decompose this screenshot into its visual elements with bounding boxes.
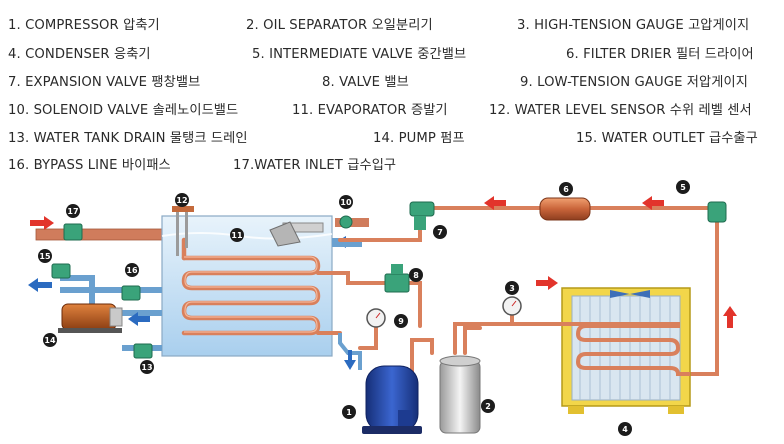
legend-item-7: 7. EXPANSION VALVE 팽창밸브 (8, 75, 201, 90)
intermediate-valve (707, 201, 737, 328)
legend-item-11: 11. EVAPORATOR 증발기 (292, 103, 448, 118)
high-tension-gauge (502, 296, 522, 316)
svg-text:10: 10 (340, 198, 352, 207)
arrow-up-red-icon (723, 306, 737, 328)
component-legend: 1. COMPRESSOR 압축기 2. OIL SEPARATOR 오일분리기… (0, 0, 784, 178)
pump (58, 303, 123, 333)
inlet-nozzle (269, 221, 324, 247)
badge-8: 8 (409, 268, 423, 282)
valve-tank-drain (133, 343, 153, 359)
badge-16: 16 (125, 263, 139, 277)
arrow-left-blue-icon (128, 312, 150, 326)
badge-15: 15 (38, 249, 52, 263)
svg-text:15: 15 (39, 252, 51, 261)
badge-17: 17 (66, 204, 80, 218)
legend-item-15: 15. WATER OUTLET 급수출구 (576, 131, 758, 146)
svg-text:3: 3 (509, 284, 515, 293)
svg-text:14: 14 (44, 336, 56, 345)
valve-water-outlet (51, 263, 71, 279)
badge-4: 4 (618, 422, 632, 436)
low-tension-gauge (366, 308, 386, 328)
chiller-system-diagram: 1 2 3 4 5 6 7 8 9 10 11 12 13 14 15 16 1… (28, 180, 737, 436)
badge-1: 1 (342, 405, 356, 419)
svg-text:4: 4 (622, 425, 628, 434)
svg-text:2: 2 (485, 402, 491, 411)
arrow-left-red-icon (642, 196, 664, 210)
badge-6: 6 (559, 182, 573, 196)
svg-text:5: 5 (680, 183, 686, 192)
valve-8 (384, 264, 410, 293)
valve-water-inlet (63, 223, 83, 241)
legend-item-2: 2. OIL SEPARATOR 오일분리기 (246, 18, 433, 33)
water-inlet-line (30, 216, 165, 241)
expansion-valve (409, 201, 435, 230)
badge-10: 10 (339, 195, 353, 209)
valve-bypass (121, 285, 141, 301)
evaporator-coil-highlight (184, 256, 318, 333)
badge-14: 14 (43, 333, 57, 347)
legend-item-5: 5. INTERMEDIATE VALVE 중간밸브 (252, 47, 467, 62)
legend-item-14: 14. PUMP 펌프 (373, 131, 465, 146)
badge-3: 3 (505, 281, 519, 295)
arrow-right-red-icon (30, 216, 54, 230)
legend-item-9: 9. LOW-TENSION GAUGE 저압게이지 (520, 75, 748, 90)
svg-text:1: 1 (346, 408, 352, 417)
badge-12: 12 (175, 193, 189, 207)
arrow-left-red-icon (484, 196, 506, 210)
legend-item-13: 13. WATER TANK DRAIN 물탱크 드레인 (8, 131, 248, 146)
compressor (362, 365, 422, 434)
legend-item-4: 4. CONDENSER 응축기 (8, 47, 151, 62)
svg-text:12: 12 (176, 196, 187, 205)
component-badges: 1 2 3 4 5 6 7 8 9 10 11 12 13 14 15 16 1… (38, 180, 690, 436)
condenser (536, 276, 691, 414)
legend-item-10: 10. SOLENOID VALVE 솔레노이드밸드 (8, 103, 239, 118)
svg-text:11: 11 (231, 231, 243, 240)
filter-drier (484, 196, 664, 221)
legend-item-3: 3. HIGH-TENSION GAUGE 고압게이지 (517, 18, 750, 33)
arrow-down-blue-icon (344, 350, 356, 370)
legend-item-12: 12. WATER LEVEL SENSOR 수위 레벨 센서 (489, 103, 752, 118)
legend-item-8: 8. VALVE 밸브 (322, 75, 409, 90)
badge-11: 11 (230, 228, 244, 242)
svg-text:7: 7 (437, 228, 443, 237)
arrow-left-blue-icon (28, 278, 52, 292)
svg-text:17: 17 (67, 207, 78, 216)
water-level-sensor (172, 206, 194, 256)
badge-9: 9 (394, 314, 408, 328)
legend-item-1: 1. COMPRESSOR 압축기 (8, 18, 160, 33)
solenoid-valve (332, 215, 369, 248)
badge-13: 13 (140, 360, 154, 374)
arrow-right-red-icon (536, 276, 558, 290)
legend-item-6: 6. FILTER DRIER 필터 드라이어 (566, 47, 754, 62)
svg-text:6: 6 (563, 185, 569, 194)
oil-separator (439, 355, 481, 434)
svg-text:13: 13 (141, 363, 152, 372)
svg-text:16: 16 (126, 266, 138, 275)
badge-7: 7 (433, 225, 447, 239)
legend-item-17: 17.WATER INLET 급수입구 (233, 158, 397, 173)
svg-text:8: 8 (413, 271, 419, 280)
svg-text:9: 9 (398, 317, 404, 326)
badge-5: 5 (676, 180, 690, 194)
badge-2: 2 (481, 399, 495, 413)
legend-item-16: 16. BYPASS LINE 바이패스 (8, 158, 171, 173)
